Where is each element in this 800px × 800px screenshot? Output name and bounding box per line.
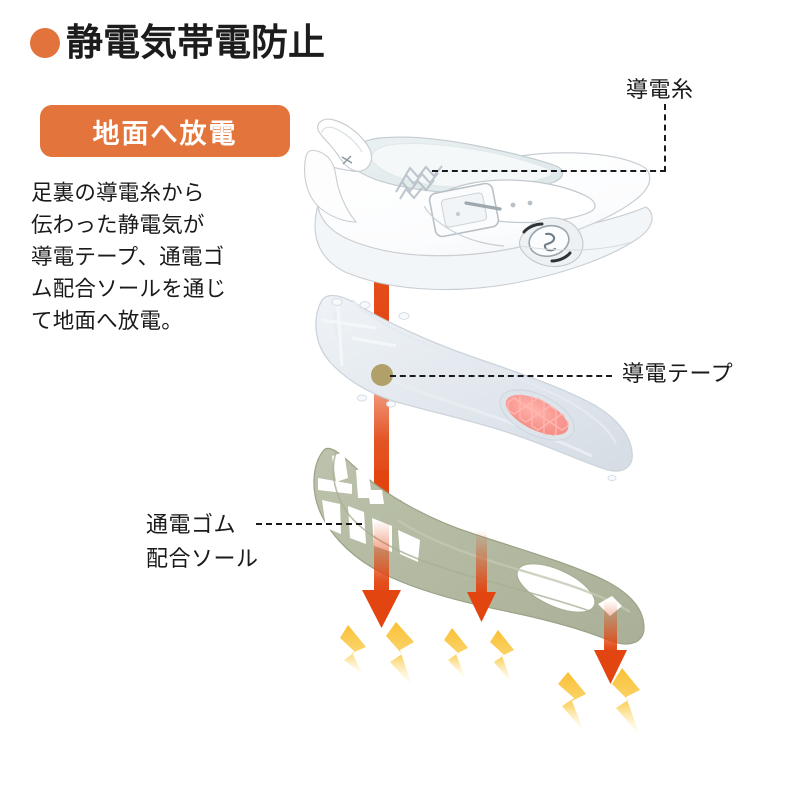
page-header: 静電気帯電防止 [30,24,325,61]
leader-line-conductive-thread-horizontal [432,170,666,172]
callout-conductive-tape: 導電テープ [622,362,734,387]
description-line-5: て地面へ放電。 [31,309,183,334]
leader-line-conductive-thread-vertical [664,104,666,172]
outsole-tread-cutouts [318,452,420,562]
leader-line-rubber-sole [256,523,362,525]
status-badge: 地面へ放電 [40,105,290,157]
status-badge-label: 地面へ放電 [92,118,238,150]
heel-cushion-pad [499,389,575,441]
page-title: 静電気帯電防止 [66,21,325,64]
insole-layer [315,294,633,482]
brand-medallion-icon [519,217,584,268]
shoe-upper [303,118,653,291]
description-line-1: 足裏の導電糸から [31,181,205,206]
discharge-spark-group [340,622,640,736]
buckle-icon [428,182,500,238]
callout-rubber-sole: 通電ゴム 配合ソール [146,509,306,577]
discharge-arrow-top [363,192,400,496]
insole-perforations [331,298,617,482]
bullet-circle-icon [30,27,60,58]
description-line-3: 導電テープ、通電ゴ [31,245,225,270]
callout-rubber-sole-line-1: 通電ゴム [146,513,237,538]
discharge-arrow-bottom-left [362,520,401,628]
leader-line-conductive-tape [390,375,612,377]
discharge-arrow-bottom-center [467,530,496,622]
description-text: 足裏の導電糸から 伝わった静電気が 導電テープ、通電ゴ ム配合ソールを通じ て地… [31,178,293,338]
description-line-2: 伝わった静電気が [31,213,205,238]
discharge-arrow-mid [362,470,401,524]
strap-tip-detail [341,155,353,165]
description-line-4: ム配合ソールを通じ [31,277,227,302]
callout-conductive-thread: 導電糸 [626,78,694,103]
callout-rubber-sole-line-2: 配合ソール [146,547,259,572]
outsole-layer [313,447,645,645]
discharge-arrow-bottom-right [594,600,627,684]
